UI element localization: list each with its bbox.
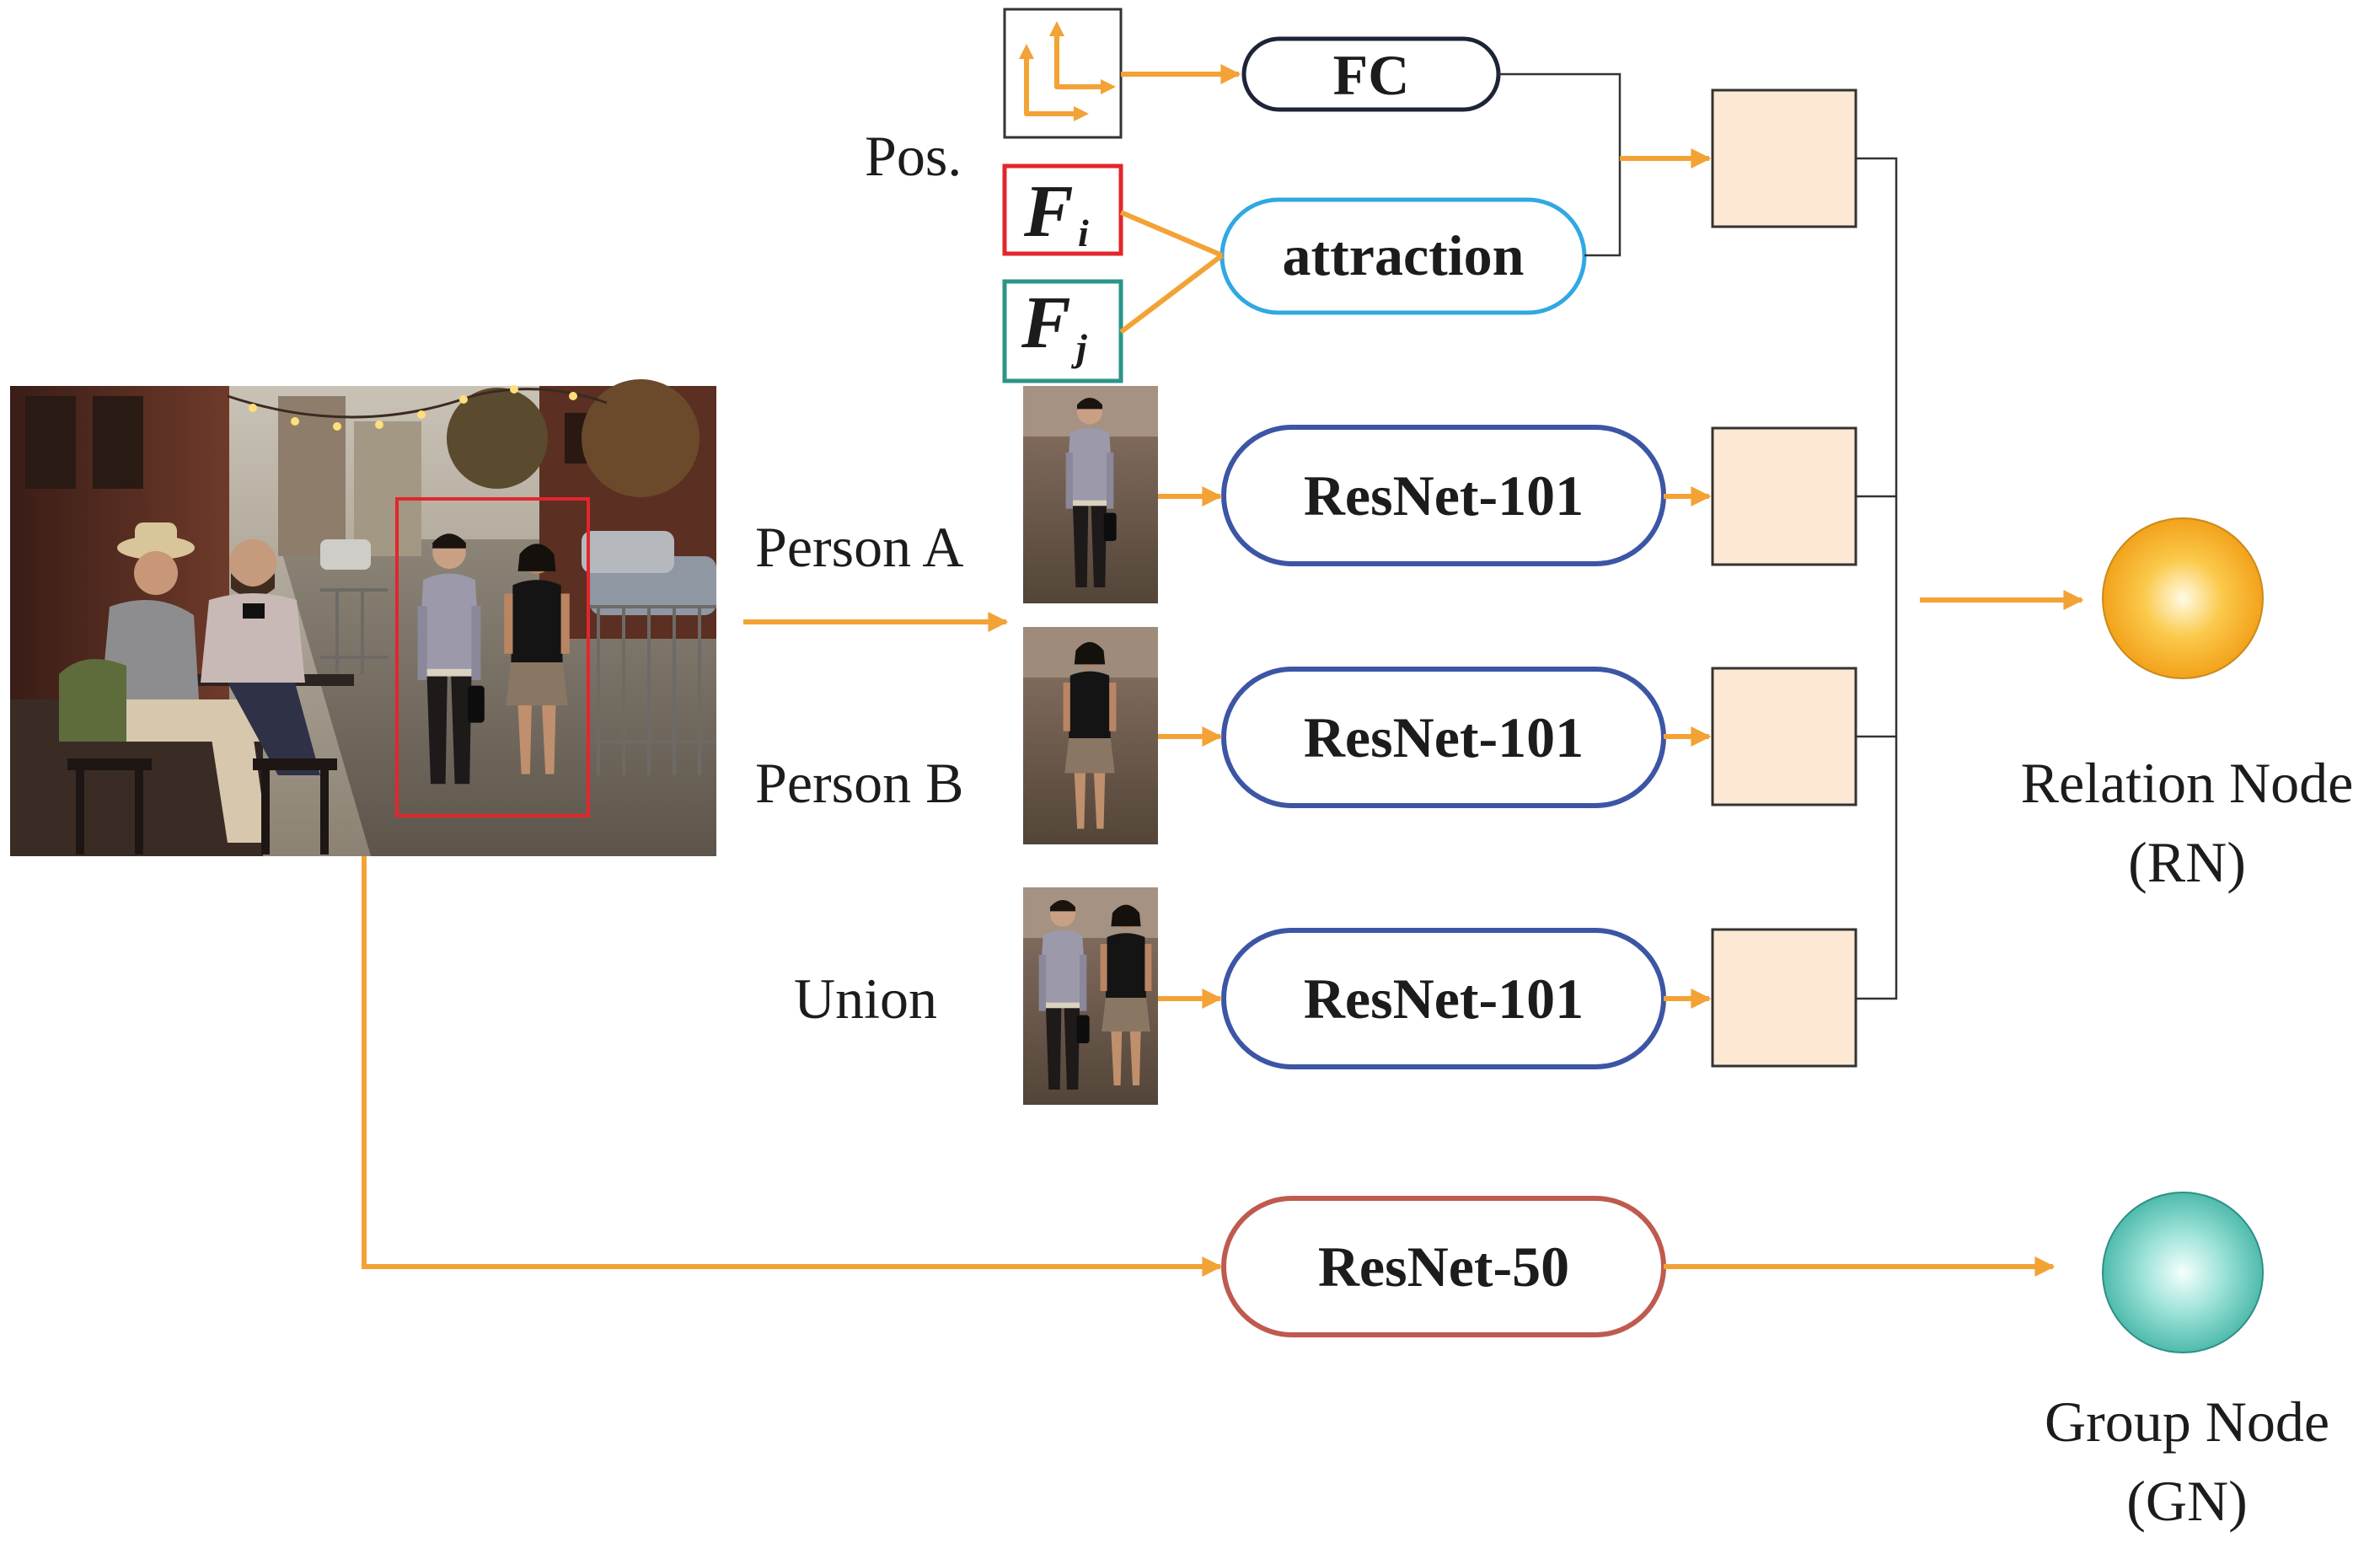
feature-square-person-a	[1711, 426, 1857, 566]
union-crop-photo	[1023, 887, 1158, 1105]
relation-node-circle	[2102, 517, 2264, 679]
feature-fj-letter: F	[1021, 282, 1071, 364]
union-label: Union	[794, 967, 937, 1031]
relation-node-abbr: (RN)	[2128, 830, 2246, 894]
feature-fj-box: F j	[1002, 279, 1123, 383]
resnet101-union-node: ResNet-101	[1221, 928, 1666, 1069]
street-scene-photo	[10, 379, 716, 856]
resnet50-scene-node: ResNet-50	[1221, 1196, 1666, 1337]
coordinate-axes-icon	[1003, 8, 1123, 139]
person-a-crop-photo	[1023, 386, 1158, 603]
feature-fi-subscript: i	[1078, 212, 1089, 254]
resnet50-scene-label: ResNet-50	[1318, 1235, 1569, 1299]
fc-node: FC	[1241, 36, 1501, 112]
resnet101-person-a-node: ResNet-101	[1221, 425, 1666, 566]
person-b-label: Person B	[755, 751, 963, 815]
resnet101-person-b-node: ResNet-101	[1221, 667, 1666, 808]
resnet101-person-a-label: ResNet-101	[1304, 463, 1584, 528]
connector-lines	[1498, 72, 1898, 1000]
pos-label: Pos.	[865, 124, 962, 188]
relation-node-title: Relation Node	[2021, 751, 2354, 815]
group-node-title: Group Node	[2045, 1390, 2329, 1454]
attraction-label: attraction	[1282, 223, 1524, 287]
person-b-crop-photo	[1023, 627, 1158, 844]
person-a-label: Person A	[755, 515, 963, 579]
flow-arrows	[362, 64, 2084, 1277]
feature-fi-letter: F	[1023, 171, 1074, 253]
resnet101-union-label: ResNet-101	[1304, 967, 1584, 1031]
feature-square-person-b	[1711, 667, 1857, 806]
feature-square-position	[1711, 88, 1857, 228]
group-node-abbr: (GN)	[2126, 1469, 2248, 1533]
resnet101-person-b-label: ResNet-101	[1304, 705, 1584, 769]
feature-fi-box: F i	[1002, 163, 1123, 256]
attraction-node: attraction	[1219, 197, 1587, 315]
feature-square-union	[1711, 928, 1857, 1068]
fc-label: FC	[1333, 43, 1410, 107]
group-node-circle	[2102, 1192, 2264, 1353]
